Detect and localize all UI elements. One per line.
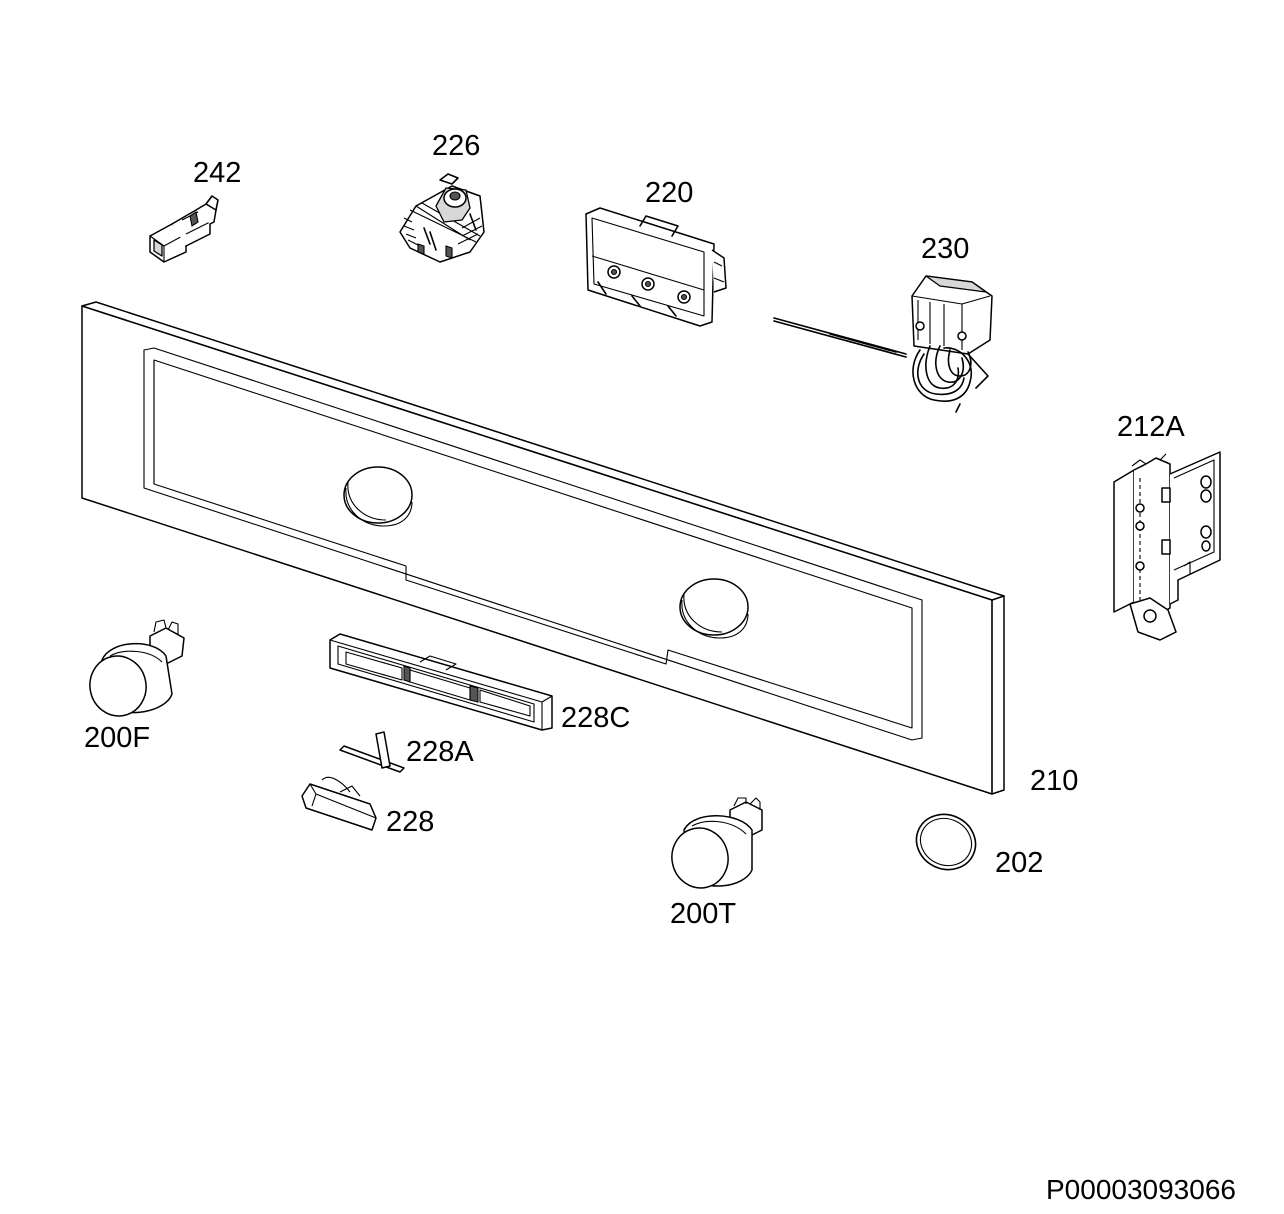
part-242-switch[interactable] [149,195,219,263]
part-202-ring[interactable] [907,805,984,879]
part-220-switch-housing[interactable] [585,207,727,327]
label-200F: 200F [84,722,150,754]
label-228: 228 [386,806,434,838]
label-228A: 228A [406,736,474,768]
label-230: 230 [921,233,969,265]
part-230-thermostat[interactable] [773,275,993,413]
label-226: 226 [432,130,480,162]
label-210: 210 [1030,765,1078,797]
part-228A-rod[interactable] [339,731,405,773]
label-200T: 200T [670,898,736,930]
document-id: P00003093066 [1046,1174,1236,1205]
part-210-control-panel[interactable] [81,301,1005,795]
label-242: 242 [193,157,241,189]
part-200F-knob[interactable] [84,619,185,721]
label-220: 220 [645,177,693,209]
part-228C-frame[interactable] [329,633,553,731]
label-228C: 228C [561,702,630,734]
part-228-push-button[interactable] [301,776,377,831]
part-200T-knob[interactable] [666,797,763,893]
label-212A: 212A [1117,411,1185,443]
part-212A-bracket[interactable] [1113,451,1221,641]
part-226-selector-switch[interactable] [399,173,485,263]
label-202: 202 [995,847,1043,879]
